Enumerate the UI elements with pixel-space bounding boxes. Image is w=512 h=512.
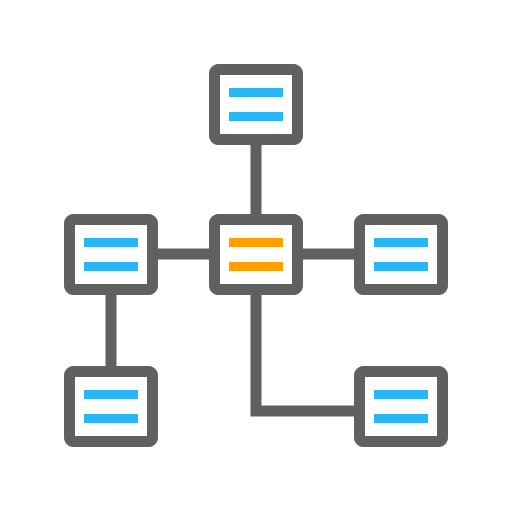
node-bottom-right-line-1 (374, 390, 428, 399)
node-bottom-left-line-1 (84, 390, 138, 399)
node-top-line-1 (229, 88, 283, 97)
connector-center-bottom-right (250, 295, 354, 417)
node-left-line-2 (84, 262, 138, 271)
node-right-line-1 (374, 238, 428, 247)
node-center-frame (209, 214, 303, 295)
node-center (209, 214, 303, 295)
node-top (209, 64, 303, 145)
node-right-line-2 (374, 262, 428, 271)
node-right-frame (354, 214, 448, 295)
node-bottom-right-frame (354, 366, 448, 447)
connectors (105, 145, 354, 417)
node-bottom-right-line-2 (374, 414, 428, 423)
node-left-line-1 (84, 238, 138, 247)
node-center-line-2 (229, 262, 283, 271)
node-top-frame (209, 64, 303, 145)
node-right (354, 214, 448, 295)
node-center-line-1 (229, 238, 283, 247)
node-bottom-left-line-2 (84, 414, 138, 423)
node-top-line-2 (229, 112, 283, 121)
nodes (64, 64, 448, 447)
node-bottom-left (64, 366, 158, 447)
node-left-frame (64, 214, 158, 295)
node-left (64, 214, 158, 295)
node-bottom-left-frame (64, 366, 158, 447)
node-bottom-right (354, 366, 448, 447)
